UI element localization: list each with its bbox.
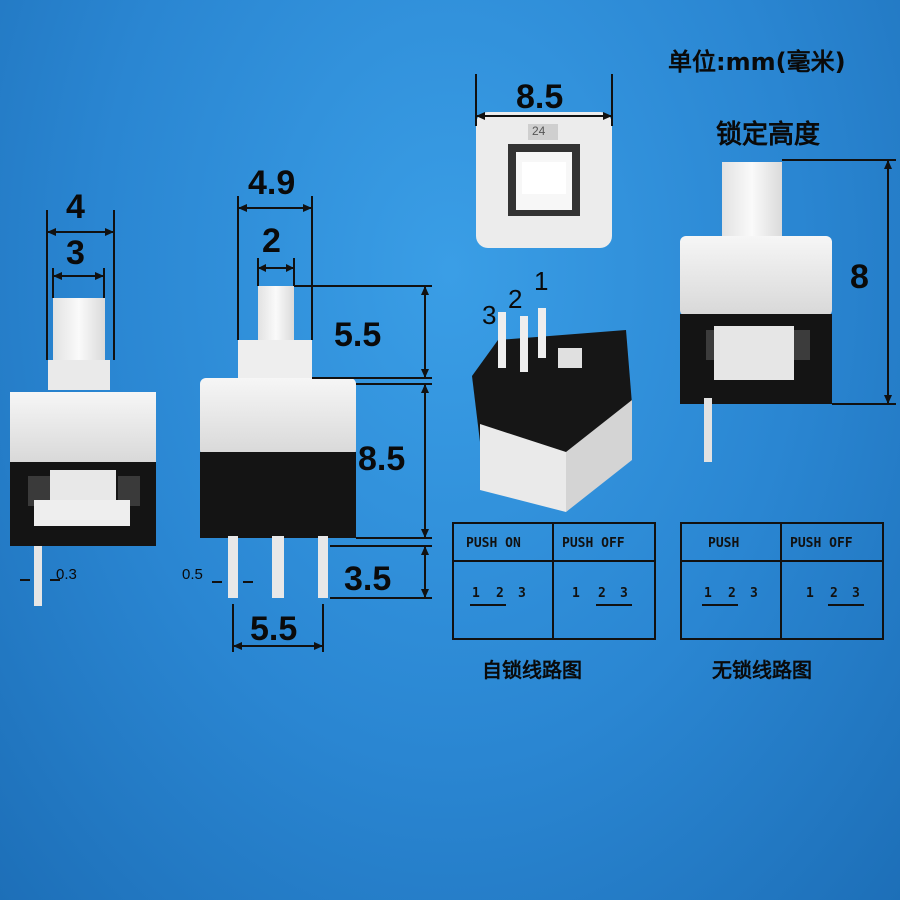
front-pin-spacing: 5.5 (250, 610, 298, 648)
non-lock-off-pin-1: 1 (806, 586, 814, 601)
self-lock-off-pin-1: 1 (572, 586, 580, 601)
front-stem-height: 5.5 (334, 316, 382, 354)
non-lock-off-pin-2: 2 (830, 586, 838, 601)
right-height: 8 (850, 258, 869, 296)
front-stem-width: 2 (262, 222, 281, 260)
pin-number-1: 1 (534, 266, 549, 296)
non-lock-on-pin-1: 1 (704, 586, 712, 601)
left-switch-drawing (10, 298, 156, 606)
left-stem-width: 3 (66, 234, 85, 272)
right-switch-drawing (680, 162, 832, 462)
self-lock-header-on: PUSH ON (466, 536, 521, 551)
non-lock-on-pin-3: 3 (750, 586, 758, 601)
left-pin-thickness: 0.3 (56, 566, 77, 583)
non-lock-table: PUSH PUSH OFF 1 2 3 1 2 3 (680, 522, 884, 640)
self-lock-off-pin-3: 3 (620, 586, 628, 601)
non-lock-on-pin-2: 2 (728, 586, 736, 601)
top-view-drawing (476, 112, 612, 248)
non-lock-caption: 无锁线路图 (712, 658, 812, 682)
self-lock-caption: 自锁线路图 (482, 658, 582, 682)
front-body-height: 8.5 (358, 440, 406, 478)
self-lock-on-pin-3: 3 (518, 586, 526, 601)
non-lock-off-pin-3: 3 (852, 586, 860, 601)
left-outer-width: 4 (66, 188, 85, 226)
self-lock-on-pin-2: 2 (496, 586, 504, 601)
lock-height-label: 锁定高度 (716, 120, 821, 150)
self-lock-table: PUSH ON PUSH OFF 1 2 3 1 2 3 (452, 522, 656, 640)
non-lock-header-push: PUSH (708, 536, 740, 551)
pin-number-3: 3 (482, 300, 497, 330)
front-dimension-lines (212, 196, 432, 652)
front-outer-width: 4.9 (248, 164, 296, 202)
front-switch-drawing (200, 286, 356, 598)
pin-number-2: 2 (508, 284, 523, 314)
top-view-marking: 24 (532, 124, 546, 138)
top-view-width: 8.5 (516, 78, 564, 116)
arrowheads (47, 112, 892, 650)
right-dimension-lines (782, 159, 896, 405)
unit-label: 单位:mm(毫米) (668, 48, 846, 76)
self-lock-off-pin-2: 2 (598, 586, 606, 601)
front-pin-length: 3.5 (344, 560, 392, 598)
front-pin-width: 0.5 (182, 566, 203, 583)
iso-switch-drawing (472, 308, 632, 512)
self-lock-on-pin-1: 1 (472, 586, 480, 601)
non-lock-header-off: PUSH OFF (790, 536, 853, 551)
self-lock-header-off: PUSH OFF (562, 536, 625, 551)
top-dimension-lines (475, 74, 613, 126)
